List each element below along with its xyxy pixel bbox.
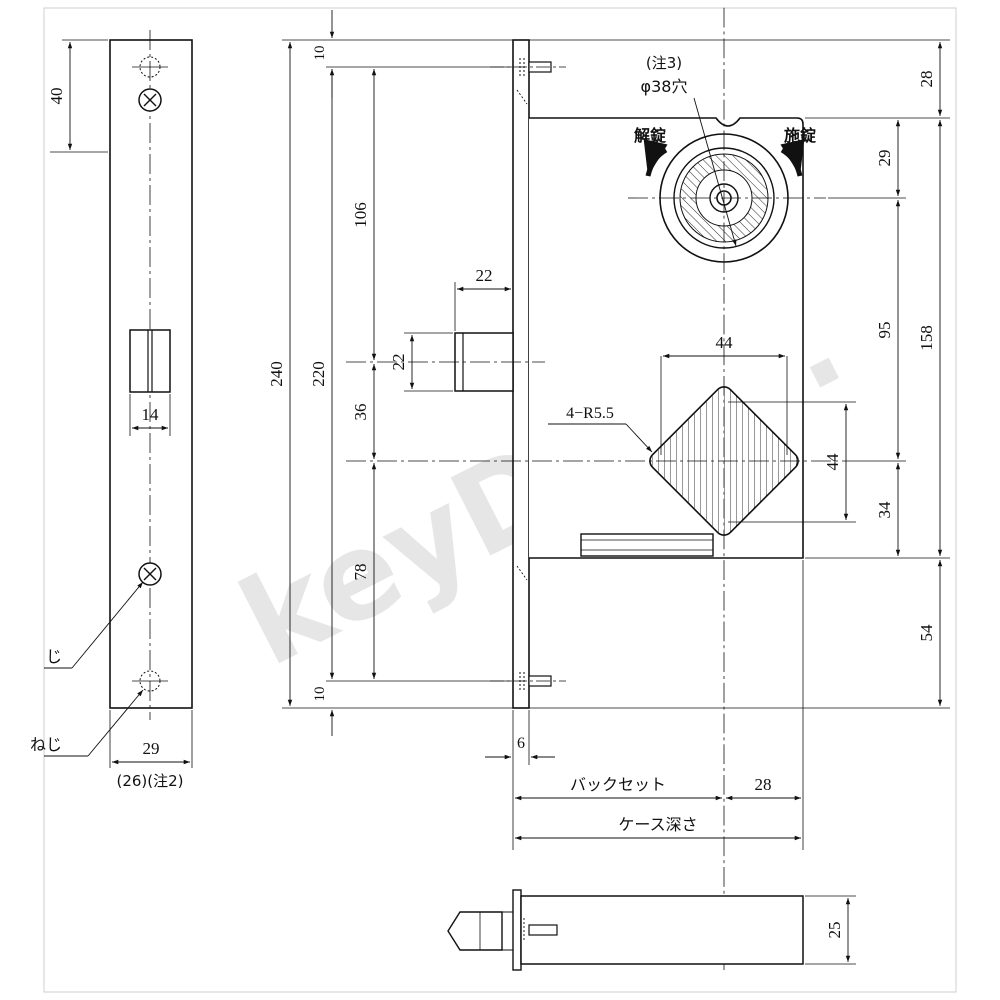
latch-tip — [447, 911, 503, 951]
dim-hub-44-width: 44 — [716, 333, 734, 352]
hole-leader — [693, 97, 737, 247]
dim-36: 36 — [351, 404, 370, 421]
side-view-dimensions: 240 220 10 10 106 36 78 22 22 6 — [267, 10, 950, 850]
faceplate-front-view: 40 14 29 (26)(注2) じ ねじ — [30, 30, 193, 790]
dim-plate-6: 6 — [517, 735, 525, 752]
screw-upper-icon — [138, 88, 162, 112]
dim-backset-28: 28 — [755, 775, 772, 794]
dim-right-28: 28 — [917, 71, 936, 88]
dim-backset-label: バックセット — [570, 775, 666, 794]
dim-right-29: 29 — [875, 150, 894, 167]
lock-arrow-icon — [780, 139, 805, 177]
label-unlock: 解錠 — [634, 126, 666, 145]
dim-bottom-10: 10 — [312, 687, 328, 702]
note-radius: 4−R5.5 — [566, 405, 614, 422]
dim-latch-22-height: 22 — [389, 354, 408, 371]
dim-faceplate-40: 40 — [47, 88, 66, 105]
unlock-arrow-icon — [643, 139, 668, 177]
dim-right-95: 95 — [875, 322, 894, 339]
screw-lower-icon — [138, 562, 162, 586]
dim-latch-22-width: 22 — [476, 266, 493, 285]
dim-240: 240 — [267, 361, 286, 387]
label-lock: 施錠 — [784, 126, 816, 145]
note-cut-2: ねじ — [30, 735, 62, 754]
bottom-slider — [580, 533, 714, 557]
dim-106: 106 — [351, 202, 370, 228]
dim-top-10: 10 — [312, 46, 328, 61]
screw-thread-mark — [516, 89, 528, 105]
note-cut-1: じ — [46, 647, 62, 666]
dim-right-34: 34 — [875, 501, 894, 519]
lock-body-side-view: 解錠 施錠 (注3) φ38穴 4−R5.5 — [346, 7, 850, 971]
case-top — [520, 895, 804, 965]
top-view-stud — [528, 924, 558, 936]
note-3-label: (注3) — [646, 54, 682, 72]
faceplate-latch-window — [129, 329, 171, 393]
faceplate-top — [512, 889, 522, 971]
dim-case-depth-label: ケース深さ — [618, 815, 697, 834]
radius-leader — [625, 423, 653, 453]
faceplate-side — [512, 39, 530, 709]
dim-78: 78 — [351, 564, 370, 581]
lock-body-top-view: 25 — [447, 889, 856, 971]
note-faceplate-26: (26)(注2) — [116, 772, 183, 790]
dim-hub-44-height: 44 — [823, 453, 842, 471]
dim-bottom-25: 25 — [825, 922, 844, 939]
drawing-border — [43, 7, 957, 993]
dim-faceplate-14: 14 — [142, 405, 160, 424]
dim-right-54: 54 — [917, 624, 936, 642]
screw-thread-mark — [516, 565, 528, 581]
dim-faceplate-29: 29 — [143, 739, 160, 758]
dim-220: 220 — [309, 361, 328, 387]
dim-right-158: 158 — [917, 325, 936, 351]
note-hole-38: φ38穴 — [641, 77, 688, 96]
